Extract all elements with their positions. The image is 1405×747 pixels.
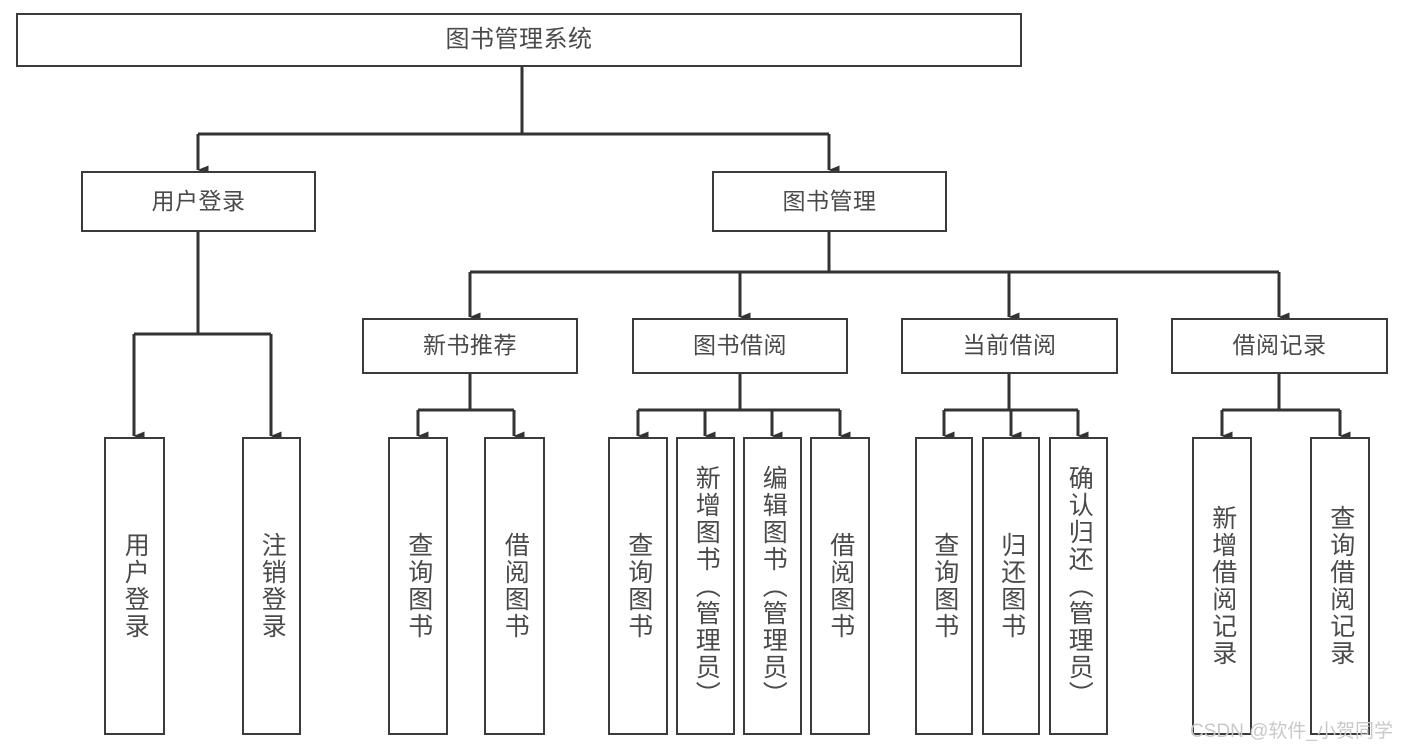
node-label-leaf-borrow-query-book: 查询图书 bbox=[624, 532, 653, 640]
node-label-book-borrow: 图书借阅 bbox=[693, 332, 787, 359]
node-label-leaf-current-confirm-return: 确认归还（管理员） bbox=[1065, 464, 1094, 708]
node-leaf-record-add[interactable]: 新增借阅记录 bbox=[1192, 437, 1252, 735]
node-label-leaf-record-add: 新增借阅记录 bbox=[1208, 505, 1237, 667]
node-label-leaf-rec-query-book: 查询图书 bbox=[404, 532, 433, 640]
node-label-leaf-borrow-add-book: 新增图书（管理员） bbox=[692, 464, 721, 708]
node-label-user-login: 用户登录 bbox=[151, 187, 246, 214]
node-leaf-borrow-query-book[interactable]: 查询图书 bbox=[608, 437, 668, 735]
node-label-leaf-user-login: 用户登录 bbox=[121, 532, 150, 640]
node-label-leaf-current-query-book: 查询图书 bbox=[930, 532, 959, 640]
node-new-book-rec[interactable]: 新书推荐 bbox=[362, 318, 578, 374]
node-borrow-record[interactable]: 借阅记录 bbox=[1171, 318, 1388, 374]
node-label-leaf-current-return-book: 归还图书 bbox=[997, 532, 1026, 640]
node-leaf-user-login[interactable]: 用户登录 bbox=[104, 437, 165, 735]
node-label-leaf-rec-borrow-book: 借阅图书 bbox=[501, 532, 530, 640]
node-label-leaf-borrow-edit-book: 编辑图书（管理员） bbox=[759, 464, 788, 708]
node-leaf-rec-borrow-book[interactable]: 借阅图书 bbox=[484, 437, 545, 735]
node-leaf-record-query[interactable]: 查询借阅记录 bbox=[1310, 437, 1370, 735]
node-leaf-rec-query-book[interactable]: 查询图书 bbox=[388, 437, 448, 735]
csdn-watermark: CSDN @软件_小贺同学 bbox=[1190, 721, 1393, 742]
node-label-new-book-rec: 新书推荐 bbox=[423, 332, 517, 359]
node-leaf-current-confirm-return[interactable]: 确认归还（管理员） bbox=[1049, 437, 1108, 735]
connector-lines bbox=[132, 67, 1351, 441]
node-label-root: 图书管理系统 bbox=[445, 25, 593, 53]
node-leaf-borrow-add-book[interactable]: 新增图书（管理员） bbox=[676, 437, 735, 735]
node-label-borrow-record: 借阅记录 bbox=[1232, 332, 1327, 359]
node-leaf-current-query-book[interactable]: 查询图书 bbox=[915, 437, 973, 735]
node-label-current-borrow: 当前借阅 bbox=[962, 332, 1057, 359]
node-label-leaf-record-query: 查询借阅记录 bbox=[1326, 505, 1355, 667]
node-label-leaf-borrow-borrow-book: 借阅图书 bbox=[826, 532, 855, 640]
node-leaf-borrow-edit-book[interactable]: 编辑图书（管理员） bbox=[743, 437, 802, 735]
node-leaf-borrow-borrow-book[interactable]: 借阅图书 bbox=[810, 437, 870, 735]
node-book-borrow[interactable]: 图书借阅 bbox=[632, 318, 848, 374]
node-current-borrow[interactable]: 当前借阅 bbox=[901, 318, 1118, 374]
node-label-leaf-user-logout: 注销登录 bbox=[258, 532, 287, 640]
node-leaf-current-return-book[interactable]: 归还图书 bbox=[982, 437, 1040, 735]
node-user-login[interactable]: 用户登录 bbox=[81, 171, 316, 232]
node-label-book-manage: 图书管理 bbox=[782, 187, 877, 214]
node-root[interactable]: 图书管理系统 bbox=[16, 13, 1022, 67]
node-book-manage[interactable]: 图书管理 bbox=[712, 171, 947, 232]
node-leaf-user-logout[interactable]: 注销登录 bbox=[242, 437, 301, 735]
